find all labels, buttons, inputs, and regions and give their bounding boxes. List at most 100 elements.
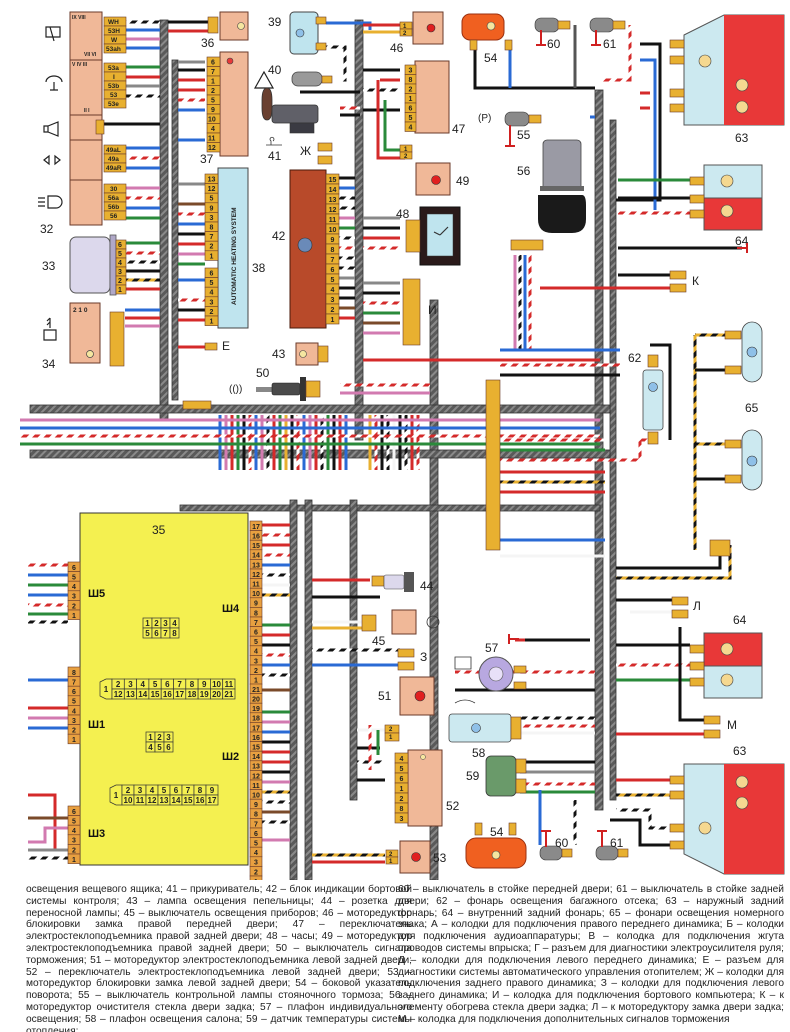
caption-left: освещения вещевого ящика; 41 – прикурива… [26,884,412,1032]
ground-icon [536,30,546,46]
socket-pin-label: 11 [225,680,234,689]
lamp-icon [226,57,234,65]
component-49-window-motor: 1 2 49 [399,144,470,196]
component-63-rear-light-bottom: 63 [669,744,785,875]
pin-label: 2 [211,88,215,95]
pin-label: 2 [403,31,407,37]
pin-label: 11 [252,581,260,588]
pin [204,315,219,326]
pin-label: 4 [72,708,76,715]
component-52-label: 52 [446,799,460,813]
component-33-relay: 6 5 4 3 2 1 33 [42,234,127,296]
pin-label: 56b [108,204,119,211]
letter-Z: З [420,650,427,664]
roman-label-top: IX VIII [72,15,86,21]
pin [325,313,340,325]
pin-label: 49a [108,156,119,163]
component-55-label: 55 [517,128,531,142]
lamp-icon [720,174,734,188]
socket-pin-label: 1 [148,733,153,742]
connector [207,16,219,34]
pin-label: 9 [331,237,335,244]
lamp-icon [648,382,658,392]
wire-bundle-middle [20,415,600,470]
pin-label: 5 [400,766,404,773]
pin-label: 16 [252,533,260,540]
pin-label: 18 [252,716,260,723]
pin-label: 3 [210,299,214,306]
socket-pin-label: 5 [153,680,158,689]
pin-label: 1 [211,79,215,86]
pin [249,875,263,880]
lamp-icon [420,754,426,760]
caption-right: 60 – выключатель в стойке передней двери… [398,884,784,1025]
socket-pin-label: 12 [148,796,157,805]
socket-pin-label: 15 [151,690,160,699]
component-63-top-label: 63 [735,131,749,145]
pin-label: 4 [400,756,404,763]
pin-label: 1 [254,879,258,880]
socket-pin-label: 3 [138,786,143,795]
pin [204,250,219,261]
turn-pins: 49aL 49a 49aR [103,144,127,173]
harness-trunk-left [159,19,169,421]
pin-label: 8 [400,806,404,813]
component-42-label: 42 [272,229,286,243]
roman-label-bot: II I [84,108,90,114]
heating-block-body [217,167,249,329]
component-62-trunk-lamp: 62 [628,351,664,445]
letter-I: И [428,303,437,317]
component-61-top-label: 61 [603,37,617,51]
pin-label: 53b [108,83,119,90]
component-56-rear-wiper-motor: 56 [510,139,586,251]
component-57-label: 57 [485,641,499,655]
pin-label: 1 [118,287,122,294]
socket-pin-label: 14 [172,796,181,805]
ignition-connector [109,311,125,367]
ground-icon [737,243,748,253]
pin-label: 17 [252,524,260,531]
socket-pin-label: 20 [212,690,221,699]
pin-label: 5 [118,251,122,258]
component-44-portable-lamp-socket: 44 [371,572,434,593]
component-41-cigarette-lighter: 41 [261,87,319,163]
pin-label: 7 [211,69,215,76]
hazard-switch-pins: 6 7 1 2 5 9 10 4 11 12 [206,56,221,153]
component-49-label: 49 [456,174,470,188]
pin-label: 7 [331,257,335,264]
pin-label: 2 [331,307,335,314]
pin-label: 5 [210,280,214,287]
pin-label: 5 [72,818,76,825]
light-switch-body [69,179,103,226]
pin-label: 3 [210,215,214,222]
socket-pin-label: 8 [190,680,195,689]
socket-pin-label: 21 [224,690,233,699]
component-59-label: 59 [466,769,480,783]
pin-label: 5 [211,98,215,105]
ground-icon [505,125,515,147]
pin-label: 2 [254,668,258,675]
pin-label: W [111,37,118,44]
socket-pin-label: 10 [124,796,133,805]
pin-label: 4 [211,126,215,133]
lamp-icon [237,22,245,30]
component-50-label: 50 [256,366,270,380]
pin-label: 5 [210,196,214,203]
socket-pin-label: 8 [172,629,177,638]
lamp-icon [720,642,734,656]
pin-label: 8 [254,812,258,819]
pin-label: 19 [252,706,260,713]
socket-pin-label: 1 [114,791,119,800]
component-59-temperature-sensor: 59 [466,755,527,797]
component-32-label: 32 [40,222,54,236]
socket-pin-label: 15 [184,796,193,805]
pin-label: 12 [208,145,216,152]
component-63-bottom-label: 63 [733,744,747,758]
wiper-top-pins: WH 53H W 53ah [103,16,127,54]
